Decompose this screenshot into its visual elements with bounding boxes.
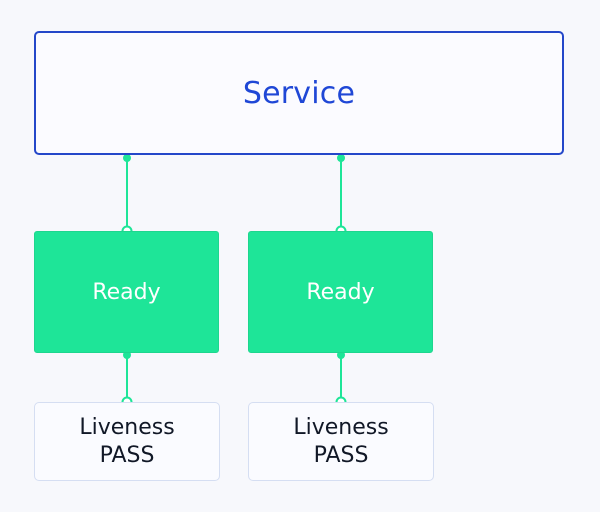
pod-right-status: Ready xyxy=(306,279,375,305)
service-left-port-icon xyxy=(123,154,131,162)
liveness-probe-right-title: Liveness xyxy=(293,415,389,441)
service-box: Service xyxy=(34,31,564,155)
liveness-probe-right-result: PASS xyxy=(313,442,369,468)
liveness-probe-left-title: Liveness xyxy=(79,415,175,441)
pod-left: Ready xyxy=(34,231,219,353)
pod-left-status: Ready xyxy=(92,279,161,305)
service-label: Service xyxy=(242,75,356,111)
liveness-probe-left-result: PASS xyxy=(99,442,155,468)
service-right-port-icon xyxy=(337,154,345,162)
liveness-probe-right: Liveness PASS xyxy=(248,402,434,481)
pod-right: Ready xyxy=(248,231,433,353)
liveness-probe-left: Liveness PASS xyxy=(34,402,220,481)
